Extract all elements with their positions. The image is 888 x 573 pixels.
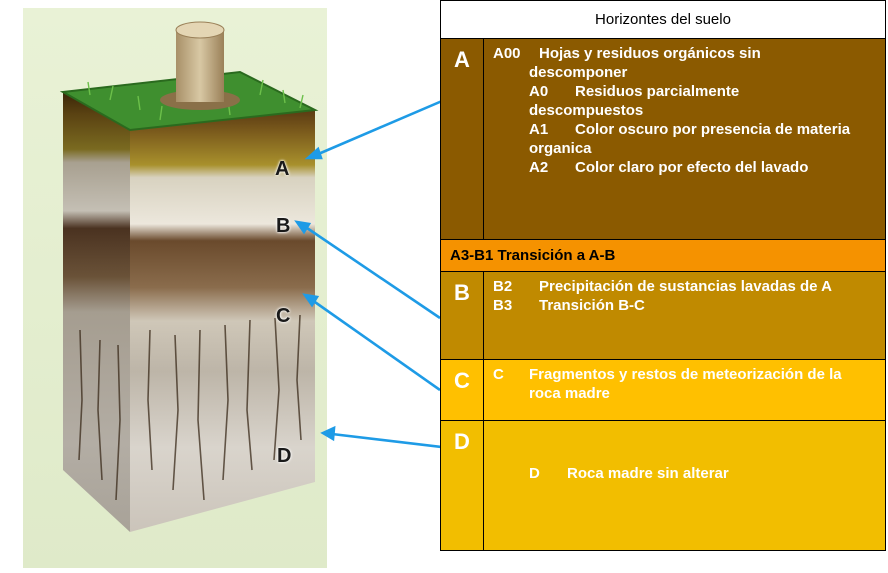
horizon-a-content: A00 Hojas y residuos orgánicos sin desco… (484, 39, 885, 239)
soil-column-svg (23, 8, 443, 568)
entry-text: Color claro por efecto del lavado (575, 159, 809, 176)
entry-code: A1 (529, 121, 549, 138)
entry-continuation: organica (529, 140, 592, 157)
horizon-label-a: A (441, 39, 484, 239)
soil-side-face (63, 92, 130, 532)
soil-profile-illustration: A B C D (0, 0, 443, 568)
entry-text: Color oscuro por presencia de materia (575, 121, 851, 138)
entry-d: D Roca madre sin alterar (493, 464, 877, 483)
entry-continuation: roca madre (529, 385, 610, 402)
horizon-c-content: C Fragmentos y restos de meteorización d… (484, 360, 885, 420)
entry-text: Transición B-C (539, 297, 645, 314)
transition-row-a3-b1: A3-B1 Transición a A-B (441, 240, 885, 272)
horizon-b-content: B2 Precipitación de sustancias lavadas d… (484, 272, 885, 359)
entry-text: Residuos parcialmente (575, 83, 740, 100)
grass-blades (87, 79, 304, 121)
entry-continuation: descompuestos (529, 102, 644, 119)
entry-text: Fragmentos y restos de meteorización de … (529, 366, 842, 383)
transition-label: A3-B1 Transición a A-B (450, 247, 616, 264)
horizon-row-a: A A00 Hojas y residuos orgánicos sin des… (441, 39, 885, 240)
layer-label-d: D (277, 445, 292, 467)
layer-label-c: C (276, 305, 291, 327)
table-title-row: Horizontes del suelo (441, 1, 885, 39)
entry-a2: A2 Color claro por efecto del lavado (493, 158, 877, 177)
stump-top (175, 21, 225, 39)
root-lines (78, 314, 302, 501)
pointer-arrows (294, 99, 443, 449)
entry-code: D (529, 465, 540, 482)
entry-a00: A00 Hojas y residuos orgánicos sin (493, 44, 877, 63)
entry-continuation: descomponer (529, 64, 628, 81)
horizon-row-d: D D Roca madre sin alterar (441, 421, 885, 550)
entry-code: B2 (493, 278, 513, 295)
entry-code: A2 (529, 159, 549, 176)
entry-text: Hojas y residuos orgánicos sin (539, 45, 761, 62)
entry-a1: A1 Color oscuro por presencia de materia (493, 120, 877, 139)
table-title: Horizontes del suelo (595, 11, 731, 28)
entry-text: Precipitación de sustancias lavadas de A (539, 278, 832, 295)
entry-code: B3 (493, 297, 513, 314)
entry-a0: A0 Residuos parcialmente (493, 82, 877, 101)
horizon-label-b: B (441, 272, 484, 359)
entry-c: C Fragmentos y restos de meteorización d… (493, 365, 877, 384)
entry-b2: B2 Precipitación de sustancias lavadas d… (493, 277, 877, 296)
horizon-row-b: B B2 Precipitación de sustancias lavadas… (441, 272, 885, 360)
entry-code: A0 (529, 83, 549, 100)
horizon-label-d: D (441, 421, 484, 550)
entry-b3: B3 Transición B-C (493, 296, 877, 315)
entry-code: C (493, 366, 504, 383)
horizon-row-c: C C Fragmentos y restos de meteorización… (441, 360, 885, 421)
entry-text: Roca madre sin alterar (567, 465, 729, 482)
horizon-d-content: D Roca madre sin alterar (484, 421, 885, 550)
layer-label-a: A (275, 158, 290, 180)
entry-code: A00 (493, 45, 521, 62)
tree-stump (176, 30, 224, 102)
soil-horizons-table: Horizontes del suelo A A00 Hojas y resid… (440, 0, 886, 551)
horizon-label-c: C (441, 360, 484, 420)
layer-label-b: B (276, 215, 291, 237)
